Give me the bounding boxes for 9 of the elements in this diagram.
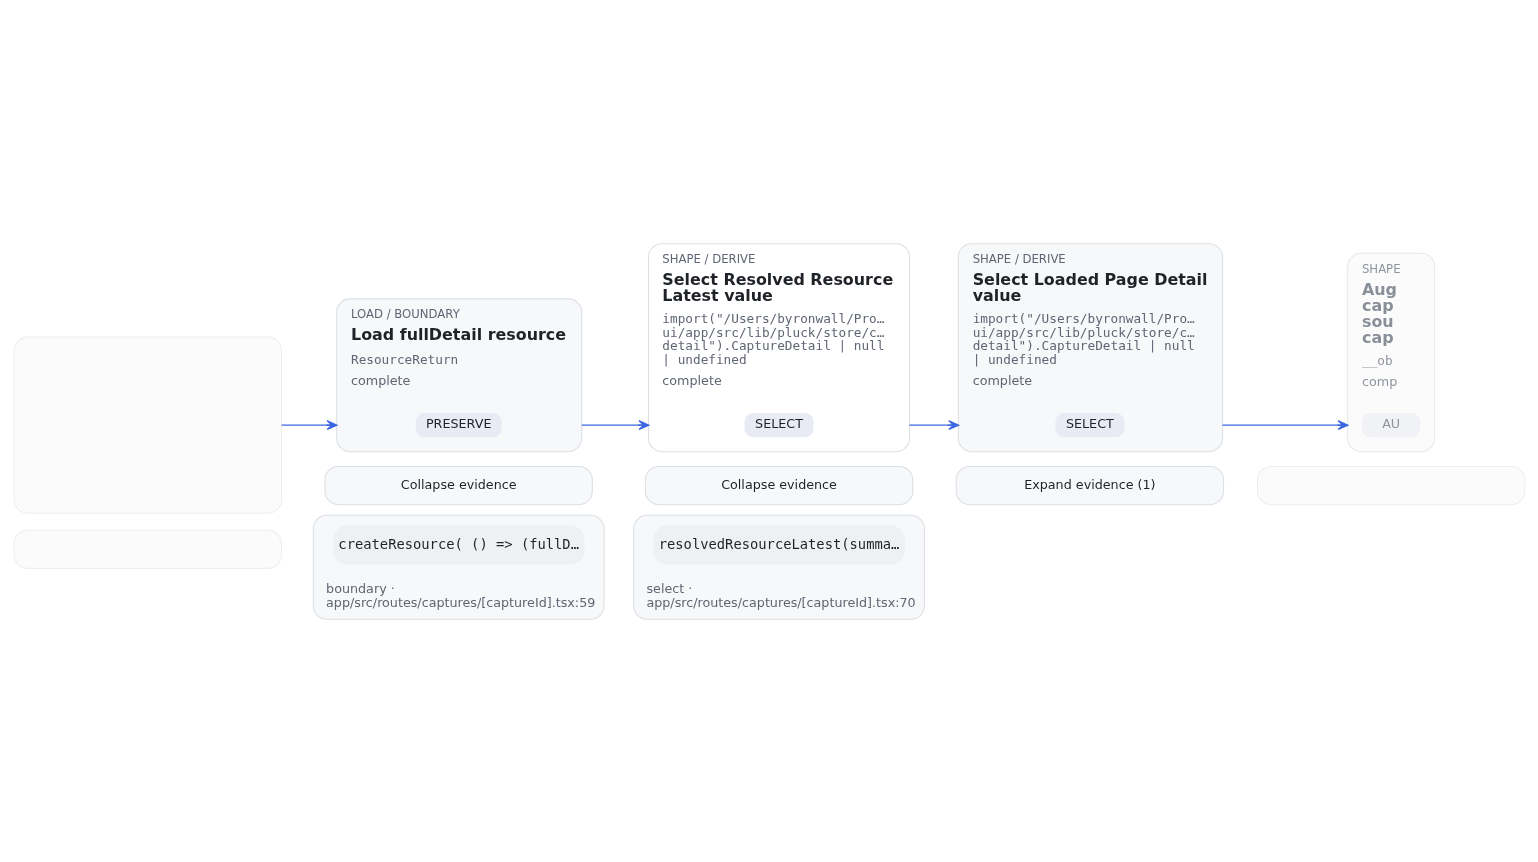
node-box bbox=[13, 336, 282, 514]
node-box: Collapse evidence bbox=[644, 465, 913, 505]
arrow bbox=[908, 419, 959, 430]
node-box: Expand evidence (1) bbox=[955, 465, 1224, 505]
arrow bbox=[580, 419, 649, 430]
node-box: SELECT bbox=[744, 412, 813, 437]
arrow bbox=[280, 419, 337, 430]
arrow bbox=[1221, 419, 1348, 430]
node-box: Collapse evidence bbox=[324, 465, 593, 505]
